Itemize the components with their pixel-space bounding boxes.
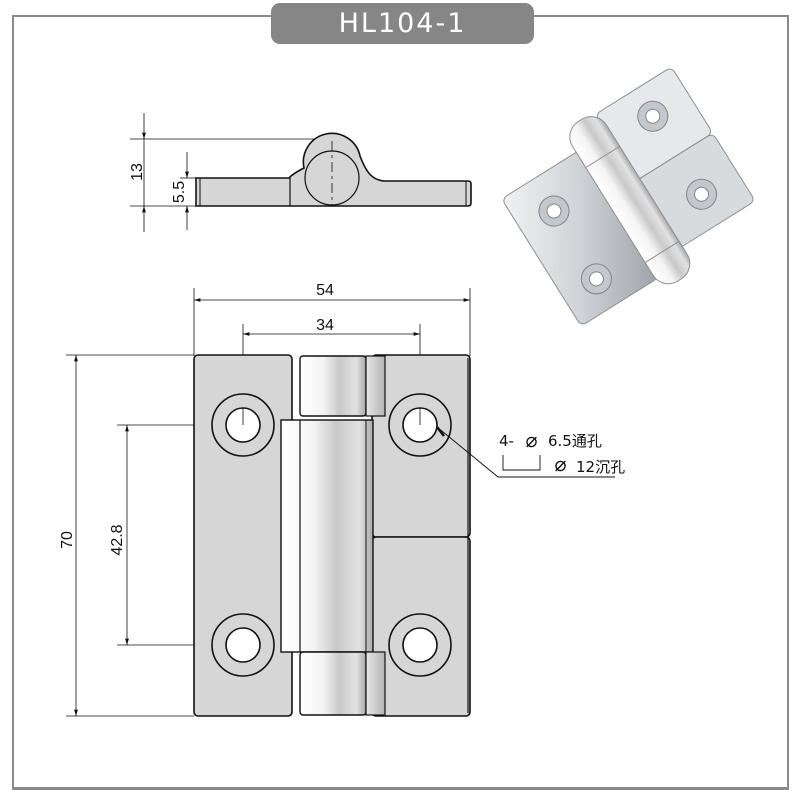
dim-leaf-thickness: 5.5 (171, 181, 188, 203)
title-badge: HL104-1 (271, 3, 534, 44)
diameter-icon: ⌀ (525, 428, 537, 452)
diameter-icon-2: ⌀ (554, 452, 566, 476)
dim-total-height: 13 (129, 163, 146, 181)
dim-overall-height: 70 (59, 531, 76, 549)
side-view: 13 5.5 (129, 113, 472, 232)
hole-bottom-right (388, 613, 452, 677)
hole-bottom-left (211, 613, 275, 677)
dim-hole-spacing-x: 34 (316, 317, 334, 334)
right-leaf-upper (371, 354, 471, 538)
through-hole-spec: 6.5通孔 (548, 432, 602, 450)
front-view (193, 354, 471, 717)
right-leaf-lower (371, 536, 471, 717)
product-photo (503, 68, 754, 325)
counterbore-icon (502, 455, 541, 471)
dim-hole-spacing-y: 42.8 (109, 524, 126, 555)
front-view-dimensions: 54 34 70 42.8 (59, 282, 471, 717)
dim-overall-width: 54 (316, 282, 334, 299)
counterbore-spec: 12沉孔 (576, 458, 625, 476)
hole-count: 4- (499, 432, 514, 450)
hole-callout: 4- ⌀ 6.5通孔 ⌀ 12沉孔 (436, 426, 625, 478)
model-title: HL104-1 (338, 8, 467, 39)
